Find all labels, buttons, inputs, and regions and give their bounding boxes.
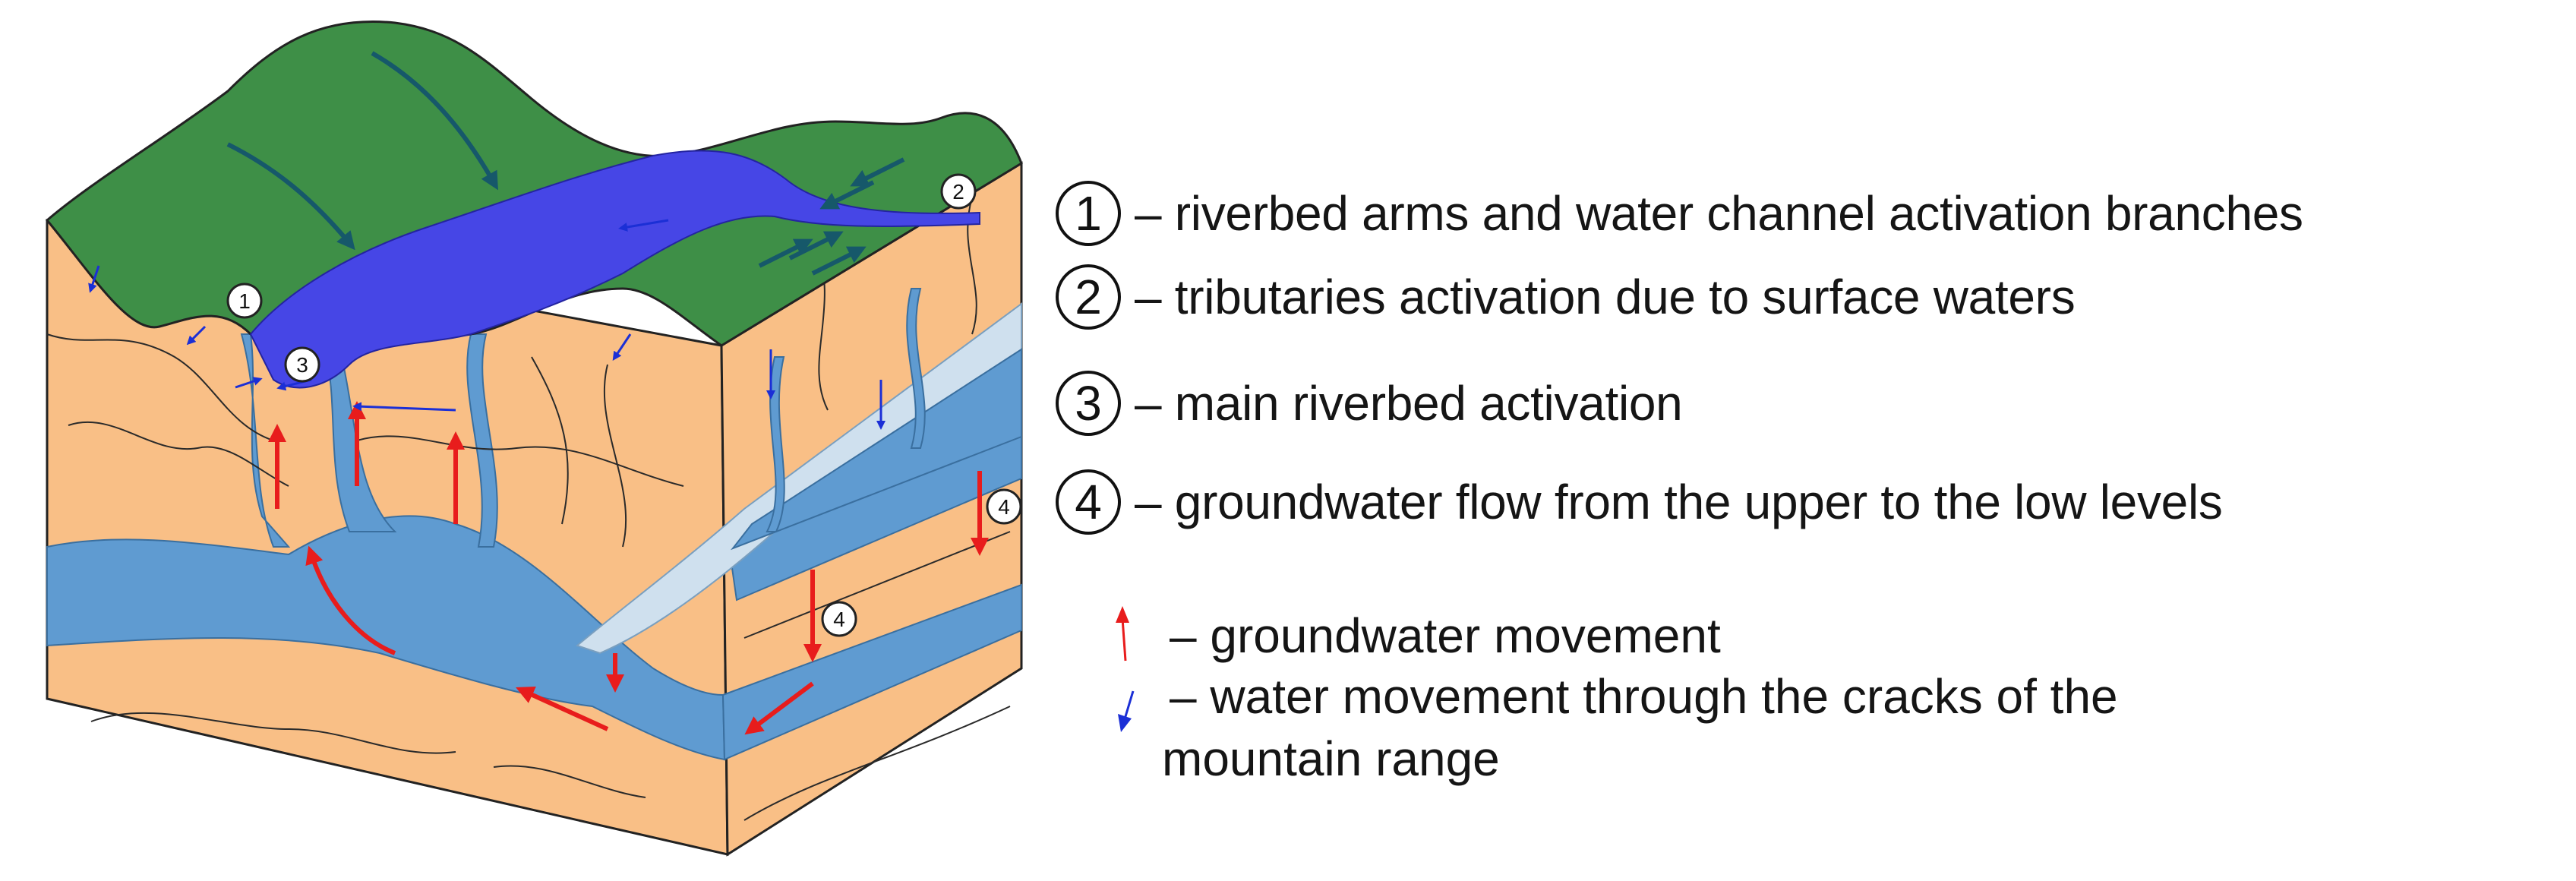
- diagram-marker-2: 2: [940, 173, 977, 210]
- right-aquifer-lower: [721, 583, 1022, 761]
- diagram-marker-4b-label: 4: [998, 495, 1010, 519]
- legend-item-1-number: 1: [1056, 181, 1121, 246]
- legend-crack-water-continuation: mountain range: [1162, 731, 1500, 786]
- legend-item-1: 1 – riverbed arms and water channel acti…: [1056, 181, 2303, 246]
- vertical-channels: [240, 288, 926, 548]
- blue-arrow-icon: [1118, 690, 1135, 732]
- legend: 1 – riverbed arms and water channel acti…: [1056, 0, 2567, 881]
- diagram-marker-4b: 4: [986, 488, 1022, 525]
- legend-item-4-text: – groundwater flow from the upper to the…: [1135, 475, 2223, 529]
- diagram-marker-3-label: 3: [296, 353, 308, 377]
- legend-item-3: 3 – main riverbed activation: [1056, 371, 1683, 436]
- legend-item-4: 4 – groundwater flow from the upper to t…: [1056, 469, 2223, 535]
- legend-groundwater-movement: – groundwater movement: [1170, 608, 1721, 663]
- diagram-marker-1: 1: [226, 283, 263, 319]
- rock-cracks: [46, 197, 1011, 821]
- legend-item-4-number: 4: [1056, 469, 1121, 535]
- surface-runoff-arrows: [226, 51, 905, 276]
- main-river: [249, 150, 980, 389]
- crack-water-arrows: [88, 219, 886, 430]
- legend-crack-water-movement: – water movement through the cracks of t…: [1170, 669, 2118, 724]
- groundwater-arrows: [268, 401, 989, 735]
- diagram-marker-4a: 4: [821, 601, 857, 637]
- legend-arrow-icons: [1116, 606, 1135, 732]
- legend-item-1-text: – riverbed arms and water channel activa…: [1135, 186, 2303, 241]
- red-arrow-icon: [1116, 606, 1129, 662]
- legend-item-3-text: – main riverbed activation: [1135, 376, 1683, 431]
- right-aquifer-upper: [730, 348, 1022, 551]
- front-aquifer: [46, 515, 726, 761]
- diagram-marker-4a-label: 4: [833, 608, 845, 631]
- diagram-marker-3: 3: [284, 346, 320, 383]
- diagram-marker-2-label: 2: [952, 180, 964, 204]
- legend-item-3-number: 3: [1056, 371, 1121, 436]
- legend-item-2: 2 – tributaries activation due to surfac…: [1056, 264, 2076, 330]
- legend-item-2-text: – tributaries activation due to surface …: [1135, 270, 2076, 324]
- diagram-marker-1-label: 1: [238, 289, 251, 313]
- geological-block-diagram: 1 2 3 4 4: [45, 20, 1023, 857]
- legend-item-2-number: 2: [1056, 264, 1121, 330]
